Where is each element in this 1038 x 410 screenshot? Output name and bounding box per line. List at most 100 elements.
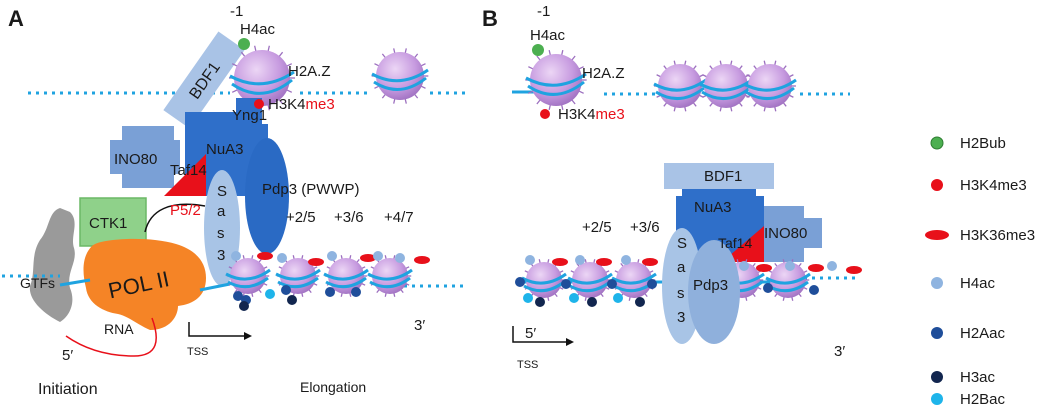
taf14-label-a: Taf14 — [170, 162, 207, 179]
nucleosome-top-b-2 — [699, 60, 753, 112]
pdp3-label-b: Pdp3 — [693, 277, 728, 294]
h2az-label-a: H2A.Z — [288, 63, 331, 80]
three-prime-b: 3′ — [834, 343, 845, 360]
nua3-complex-b — [676, 189, 764, 262]
tss-arrow-b — [512, 326, 566, 343]
h3k4me3-mark-b — [540, 109, 550, 119]
dna-bottom-solid-a — [59, 278, 91, 287]
histone-mark-b-9 — [739, 261, 749, 271]
legend-label-1: H3K4me3 — [960, 177, 1027, 194]
legend-label-2: H3K36me3 — [960, 227, 1035, 244]
nucleosome-b-5-dna-wrap — [765, 272, 811, 285]
nucleosome-top-b-3 — [743, 60, 797, 112]
histone-mark-b-10 — [785, 261, 795, 271]
histone-mark-b-13 — [561, 279, 571, 289]
pos3-label-a: +4/7 — [384, 209, 414, 226]
pos1-label-a: +2/5 — [286, 209, 316, 226]
histone-mark-a-8 — [395, 253, 405, 263]
h4ac-mark-a — [238, 38, 250, 50]
legend-swatch-1 — [931, 179, 943, 191]
histone-mark-a-15 — [287, 295, 297, 305]
histone-mark-b-1 — [596, 258, 612, 266]
ctd-tail — [144, 203, 206, 233]
nucleosome-top-a2-dna-wrap2 — [373, 76, 427, 91]
yng1-label-a: Yng1 — [232, 107, 267, 124]
nucleosome-a-4 — [367, 255, 413, 297]
gtfs-label: GTFs — [20, 275, 55, 291]
histone-mark-b-14 — [607, 279, 617, 289]
histone-mark-a-3 — [414, 256, 430, 264]
histone-mark-b-8 — [621, 255, 631, 265]
minus1-label-b: -1 — [537, 3, 550, 20]
nucleosome-a-2 — [275, 255, 321, 297]
histone-mark-b-3 — [756, 264, 772, 272]
taf14-label-b: Taf14 — [718, 235, 752, 251]
h2az-label-b: H2A.Z — [582, 65, 625, 82]
panel-a-letter: A — [8, 6, 24, 31]
legend-label-3: H4ac — [960, 275, 996, 292]
nucleosome-minus1-b-dna-wrap2 — [527, 80, 585, 96]
ino80-label-b: INO80 — [764, 225, 807, 242]
histone-mark-a-1 — [308, 258, 324, 266]
histone-mark-a-4 — [231, 251, 241, 261]
histone-mark-a-6 — [327, 251, 337, 261]
nua3-label-a: NuA3 — [206, 141, 244, 158]
nucleosome-row-a — [225, 251, 430, 311]
histone-mark-b-17 — [809, 285, 819, 295]
h4ac-label-a: H4ac — [240, 21, 276, 38]
rna-label: RNA — [104, 321, 134, 337]
h4ac-mark-b — [532, 44, 544, 56]
h4ac-label-b: H4ac — [530, 27, 566, 44]
pos2-label-b: +3/6 — [630, 219, 660, 236]
nucleosome-a-4-dna-wrap — [367, 268, 413, 281]
tss-label-a: TSS — [187, 346, 208, 358]
ino80-label-a: INO80 — [114, 151, 157, 168]
nucleosome-top-b-1-dna-wrap — [653, 78, 707, 92]
pol2-shape — [83, 238, 206, 330]
h3k4-suffix-a: me3 — [306, 96, 335, 113]
pos2-label-a: +3/6 — [334, 209, 364, 226]
sas3-3-b: 3 — [677, 309, 685, 326]
three-prime-a: 3′ — [414, 317, 425, 334]
legend-label-0: H2Bub — [960, 135, 1006, 152]
sas3-s2-b: s — [677, 285, 685, 302]
legend-swatch-0 — [930, 136, 944, 150]
rna-strand — [65, 317, 157, 357]
nucleosome-a-2-dna-wrap2 — [277, 276, 319, 289]
nucleosome-a-1-dna-wrap2 — [227, 276, 269, 289]
p52-label: P5/2 — [170, 202, 201, 219]
nucleosome-a-1-dna-wrap — [225, 268, 271, 281]
legend-label-4: H2Aac — [960, 325, 1006, 342]
ino80-box-b2 — [784, 218, 822, 248]
five-prime-b: 5′ — [525, 325, 536, 342]
ino80-box-a-top — [122, 126, 174, 188]
legend-label-5: H3ac — [960, 369, 996, 386]
legend-swatch-2 — [925, 230, 949, 240]
legend-swatch-3 — [931, 277, 943, 289]
pdp3-ellipse-a — [245, 138, 289, 254]
histone-mark-b-7 — [575, 255, 585, 265]
nucleosome-b-1 — [521, 259, 567, 301]
h3k4-prefix-b: H3K4 — [558, 106, 596, 123]
legend-label-6: H2Bac — [960, 391, 1006, 408]
histone-mark-b-4 — [808, 264, 824, 272]
histone-mark-b-12 — [515, 277, 525, 287]
sas3-a-a: a — [217, 203, 226, 220]
sas3-s-b: S — [677, 235, 687, 252]
histone-mark-a-14 — [265, 289, 275, 299]
histone-mark-a-5 — [277, 253, 287, 263]
nucleosome-a-3-dna-wrap — [323, 268, 369, 281]
legend-swatch-5 — [931, 371, 943, 383]
histone-mark-b-22 — [587, 297, 597, 307]
taf14-wedge-b2 — [722, 226, 764, 262]
sas3-a-b: a — [677, 259, 686, 276]
dna-bottom-solid-a2 — [199, 282, 231, 292]
nucleosome-a-1 — [225, 255, 271, 297]
nucleosome-top-b-2-dna-wrap — [699, 78, 753, 92]
nucleosome-top-b-3-dna-wrap — [743, 78, 797, 92]
bdf1-box-b — [664, 163, 774, 189]
nucleosome-row-top-b — [525, 49, 797, 112]
elongation-label: Elongation — [300, 379, 366, 395]
legend-swatch-4 — [931, 327, 943, 339]
